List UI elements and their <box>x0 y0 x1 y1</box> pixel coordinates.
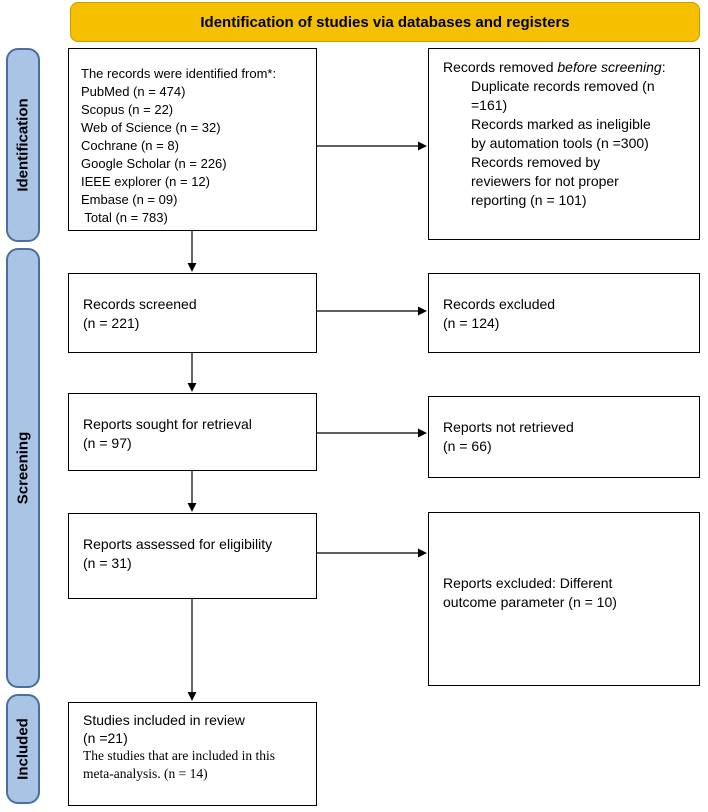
excluded-label: Records excluded <box>443 296 556 312</box>
source-scopus: Scopus (n = 22) <box>81 102 174 117</box>
removed-item: reporting (n = 101) <box>471 192 587 208</box>
phase-identification: Identification <box>6 48 40 242</box>
reports-excluded-box: Reports excluded: Different outcome para… <box>428 512 700 686</box>
source-google-scholar: Google Scholar (n = 226) <box>81 156 227 171</box>
removed-item: Records removed by <box>471 154 601 170</box>
studies-included-box: Studies included in review (n =21) The s… <box>68 702 317 806</box>
sought-label: Reports sought for retrieval <box>83 416 252 432</box>
diagram-title: Identification of studies via databases … <box>70 2 700 42</box>
removed-item: Records marked as ineligible <box>471 116 651 132</box>
source-ieee-explorer: IEEE explorer (n = 12) <box>81 174 210 189</box>
sought-count: (n = 97) <box>83 435 132 451</box>
identified-intro: The records were identified from*: <box>81 66 277 81</box>
records-excluded-box: Records excluded (n = 124) <box>428 273 700 353</box>
reports-excluded-line1: Reports excluded: Different <box>443 575 613 591</box>
phase-screening: Screening <box>6 248 40 688</box>
reports-not-retrieved-box: Reports not retrieved (n = 66) <box>428 396 700 478</box>
screened-label: Records screened <box>83 296 197 312</box>
removed-item: =161) <box>471 97 508 113</box>
included-note-line1: The studies that are included in this <box>83 748 275 763</box>
reports-assessed-box: Reports assessed for eligibility (n = 31… <box>68 513 317 599</box>
removed-item: reviewers for not proper <box>471 173 619 189</box>
removed-item: by automation tools (n =300) <box>471 135 649 151</box>
screened-count: (n = 221) <box>83 315 140 331</box>
excluded-count: (n = 124) <box>443 315 500 331</box>
included-note-line2: meta-analysis. (n = 14) <box>83 766 208 781</box>
assessed-label: Reports assessed for eligibility <box>83 536 273 552</box>
included-count: (n =21) <box>83 730 128 746</box>
phase-included: Included <box>6 694 40 804</box>
reports-excluded-line2: outcome parameter (n = 10) <box>443 594 617 610</box>
not-retrieved-count: (n = 66) <box>443 438 492 454</box>
identified-total: Total (n = 783) <box>81 210 168 225</box>
records-identified-box: The records were identified from*: PubMe… <box>68 48 317 231</box>
reports-sought-box: Reports sought for retrieval (n = 97) <box>68 393 317 471</box>
assessed-count: (n = 31) <box>83 555 132 571</box>
records-removed-box: Records removed before screening: Duplic… <box>428 48 700 240</box>
removed-item: Duplicate records removed (n <box>471 78 655 94</box>
included-label: Studies included in review <box>83 712 245 728</box>
source-cochrane: Cochrane (n = 8) <box>81 138 179 153</box>
not-retrieved-label: Reports not retrieved <box>443 419 574 435</box>
records-screened-box: Records screened (n = 221) <box>68 273 317 353</box>
removed-title: Records removed before screening: <box>443 59 666 75</box>
source-pubmed: PubMed (n = 474) <box>81 84 186 99</box>
source-embase: Embase (n = 09) <box>81 192 178 207</box>
source-web-of-science: Web of Science (n = 32) <box>81 120 221 135</box>
